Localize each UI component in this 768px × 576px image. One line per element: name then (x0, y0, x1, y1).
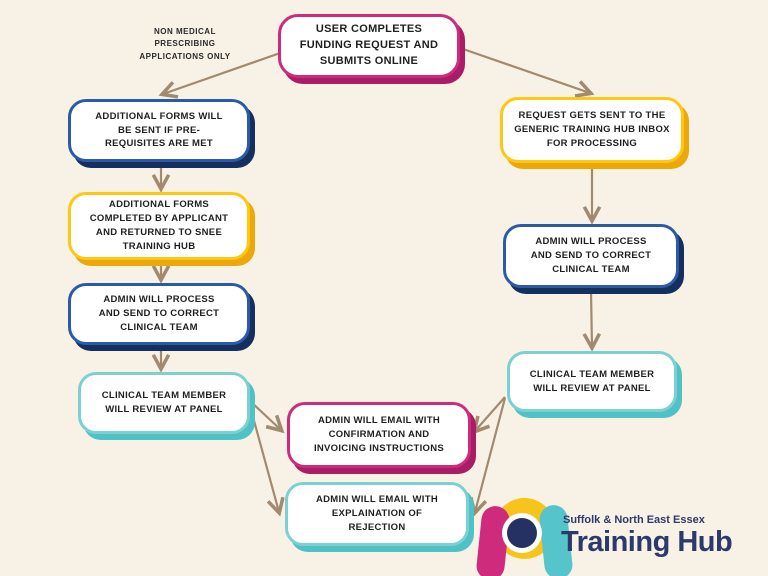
arrow-start-to-right-inbox (462, 47, 595, 98)
node-start: USER COMPLETES FUNDING REQUEST AND SUBMI… (278, 14, 460, 78)
logo-region-text: Suffolk & North East Essex (563, 514, 705, 526)
logo-mark (475, 497, 574, 576)
arrow-right-panel-to-email-confirmation (471, 396, 506, 435)
node-left-panel-label: CLINICAL TEAM MEMBER WILL REVIEW AT PANE… (101, 390, 227, 415)
arrow-left-panel-to-email-confirmation (250, 401, 285, 434)
node-email-confirmation: ADMIN WILL EMAIL WITH CONFIRMATION AND I… (287, 402, 471, 468)
node-right-inbox: REQUEST GETS SENT TO THE GENERIC TRAININ… (500, 97, 684, 163)
arrow-left-panel-to-email-rejection (248, 405, 285, 517)
arrow-right-admin-to-right-panel (582, 290, 602, 352)
node-left-returned-label: ADDITIONAL FORMS COMPLETED BY APPLICANT … (89, 199, 229, 252)
node-left-forms: ADDITIONAL FORMS WILL BE SENT IF PRE-REQ… (68, 99, 250, 162)
node-left-panel: CLINICAL TEAM MEMBER WILL REVIEW AT PANE… (78, 372, 250, 434)
node-email-rejection-label: ADMIN WILL EMAIL WITH EXPLAINATION OF RE… (315, 494, 439, 533)
node-right-panel-label: CLINICAL TEAM MEMBER WILL REVIEW AT PANE… (529, 368, 655, 394)
logo-title-text: Training Hub (561, 526, 733, 558)
annotation-text: NON MEDICAL PRESCRIBING APPLICATIONS ONL… (139, 27, 231, 61)
arrow-right-panel-to-email-rejection (469, 397, 507, 517)
node-email-confirmation-label: ADMIN WILL EMAIL WITH CONFIRMATION AND I… (313, 415, 445, 454)
node-right-admin-label: ADMIN WILL PROCESS AND SEND TO CORRECT C… (530, 236, 652, 275)
node-left-admin-label: ADMIN WILL PROCESS AND SEND TO CORRECT C… (98, 294, 220, 333)
node-start-label: USER COMPLETES FUNDING REQUEST AND SUBMI… (299, 23, 439, 67)
node-left-forms-label: ADDITIONAL FORMS WILL BE SENT IF PRE-REQ… (95, 110, 223, 150)
node-right-admin: ADMIN WILL PROCESS AND SEND TO CORRECT C… (503, 224, 679, 288)
node-right-panel: CLINICAL TEAM MEMBER WILL REVIEW AT PANE… (507, 351, 677, 412)
node-right-inbox-label: REQUEST GETS SENT TO THE GENERIC TRAININ… (514, 110, 670, 149)
node-left-returned: ADDITIONAL FORMS COMPLETED BY APPLICANT … (68, 192, 250, 260)
annotation-non-medical: NON MEDICAL PRESCRIBING APPLICATIONS ONL… (134, 26, 236, 63)
logo-center-dot-icon (507, 518, 537, 548)
training-hub-logo: Suffolk & North East Essex Training Hub (475, 497, 759, 576)
node-email-rejection: ADMIN WILL EMAIL WITH EXPLAINATION OF RE… (285, 482, 469, 546)
node-left-admin: ADMIN WILL PROCESS AND SEND TO CORRECT C… (68, 283, 250, 345)
